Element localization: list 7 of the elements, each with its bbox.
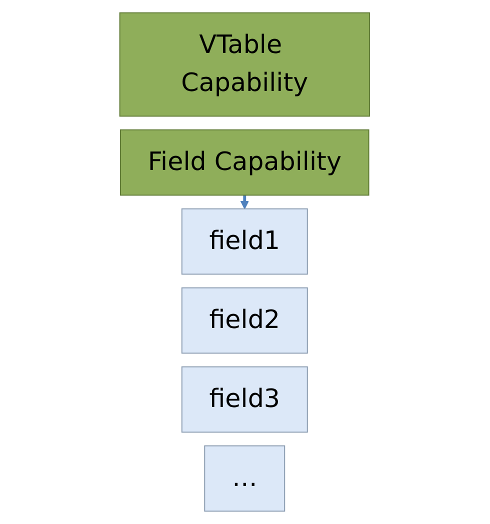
arrow [240, 194, 250, 210]
node-box: field3 [182, 366, 308, 433]
node-box: Field Capability [120, 129, 370, 196]
node-box: field2 [182, 287, 308, 354]
node-box: … [204, 445, 286, 512]
node-box: field1 [182, 208, 308, 275]
node-box: VTable Capability [120, 12, 370, 117]
